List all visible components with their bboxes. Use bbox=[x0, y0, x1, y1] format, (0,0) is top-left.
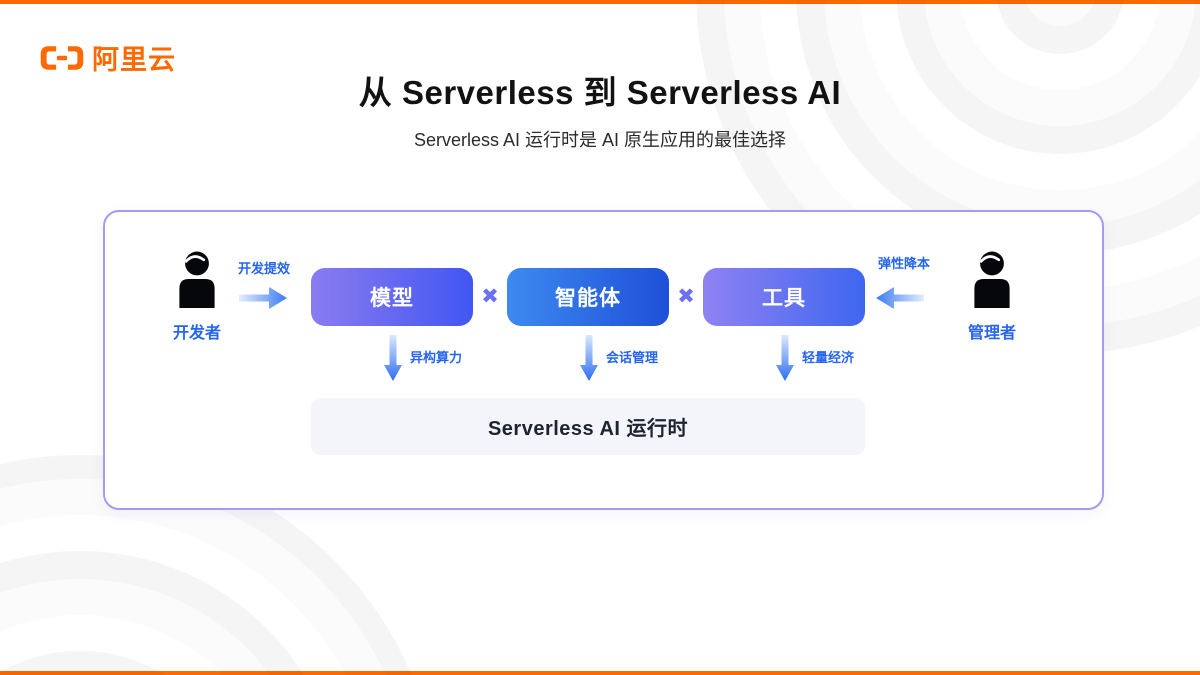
developer-arrow-label: 开发提效 bbox=[237, 261, 290, 276]
capability-label-3: 轻量经济 bbox=[802, 350, 855, 365]
bottom-accent-bar bbox=[0, 671, 1200, 675]
manager-label: 管理者 bbox=[967, 325, 1016, 342]
developer-label: 开发者 bbox=[172, 325, 221, 342]
developer-actor: 开发者 bbox=[157, 250, 237, 343]
manager-person-icon bbox=[974, 251, 1010, 308]
multiply-icon: ✖ bbox=[481, 285, 499, 308]
down-arrow-icon bbox=[580, 335, 598, 381]
flow-box-1-label: 模型 bbox=[370, 287, 414, 310]
capability-label-2: 会话管理 bbox=[606, 350, 659, 365]
manager-actor: 管理者 bbox=[952, 250, 1032, 343]
alibaba-cloud-logo-icon bbox=[40, 45, 84, 70]
developer-person-icon bbox=[179, 251, 215, 308]
serverless-runtime-label: Serverless AI 运行时 bbox=[487, 418, 689, 440]
flow-box-2: 智能体 bbox=[507, 268, 669, 326]
manager-arrow-label: 弹性降本 bbox=[877, 256, 930, 271]
flow-box-3-label: 工具 bbox=[762, 287, 806, 310]
top-accent-bar bbox=[0, 0, 1200, 4]
capability-label-1: 异构算力 bbox=[410, 350, 463, 365]
multiply-icon: ✖ bbox=[677, 285, 695, 308]
down-arrow-icon bbox=[384, 335, 402, 381]
developer-flow-arrow-icon bbox=[239, 287, 287, 309]
alibaba-cloud-logo-text: 阿里云 bbox=[92, 45, 176, 75]
serverless-runtime-box: Serverless AI 运行时 bbox=[311, 398, 865, 455]
flow-box-1: 模型 bbox=[311, 268, 473, 326]
diagram-container bbox=[103, 210, 1104, 510]
page-title: 从 Serverless 到 Serverless AI bbox=[358, 74, 842, 111]
flow-box-2-label: 智能体 bbox=[555, 287, 621, 310]
manager-flow-arrow-icon bbox=[876, 287, 924, 309]
flow-box-3: 工具 bbox=[703, 268, 865, 326]
alibaba-cloud-logo: 阿里云 bbox=[40, 38, 176, 77]
down-arrow-icon bbox=[776, 335, 794, 381]
page-subtitle: Serverless AI 运行时是 AI 原生应用的最佳选择 bbox=[413, 130, 787, 150]
